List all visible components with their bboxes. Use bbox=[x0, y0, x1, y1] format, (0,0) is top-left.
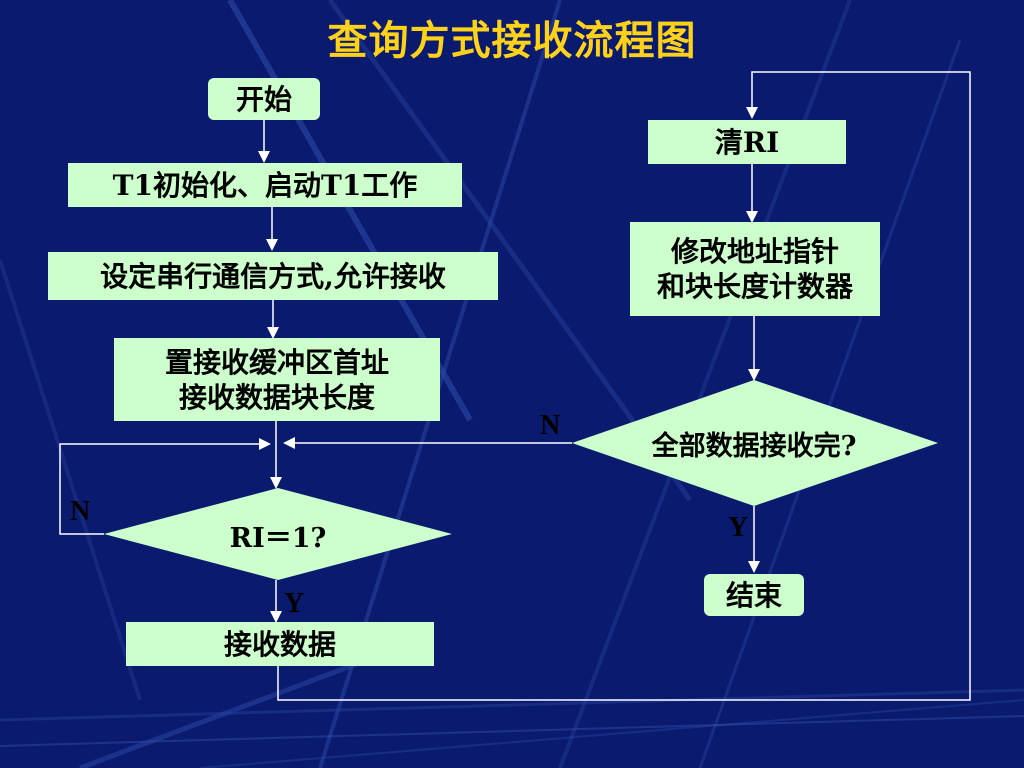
receive-data-step: 接收数据 bbox=[126, 622, 434, 666]
all-received-decision-label: 全部数据接收完? bbox=[651, 430, 857, 462]
page-title: 查询方式接收流程图 bbox=[327, 17, 697, 64]
end-terminal: 结束 bbox=[704, 574, 804, 616]
update-pointer-step: 修改地址指针 和块长度计数器 bbox=[630, 222, 880, 316]
ri-decision-yes-label: Y bbox=[284, 588, 305, 619]
buffer-setup-step: 置接收缓冲区首址 接收数据块长度 bbox=[114, 338, 440, 421]
all-received-yes-label: Y bbox=[728, 512, 749, 543]
serial-config-step: 设定串行通信方式,允许接收 bbox=[48, 252, 498, 300]
all-received-decision-shape bbox=[572, 380, 938, 506]
timer-init-step: T1初始化、启动T1工作 bbox=[68, 163, 462, 207]
start-terminal: 开始 bbox=[208, 78, 320, 120]
all-received-no-label: N bbox=[540, 410, 561, 441]
ri-decision-label: RI＝1? bbox=[229, 522, 327, 554]
ri-decision-shape bbox=[104, 488, 452, 580]
clear-ri-step: 清RI bbox=[648, 120, 846, 164]
ri-decision-no-label: N bbox=[70, 496, 91, 527]
